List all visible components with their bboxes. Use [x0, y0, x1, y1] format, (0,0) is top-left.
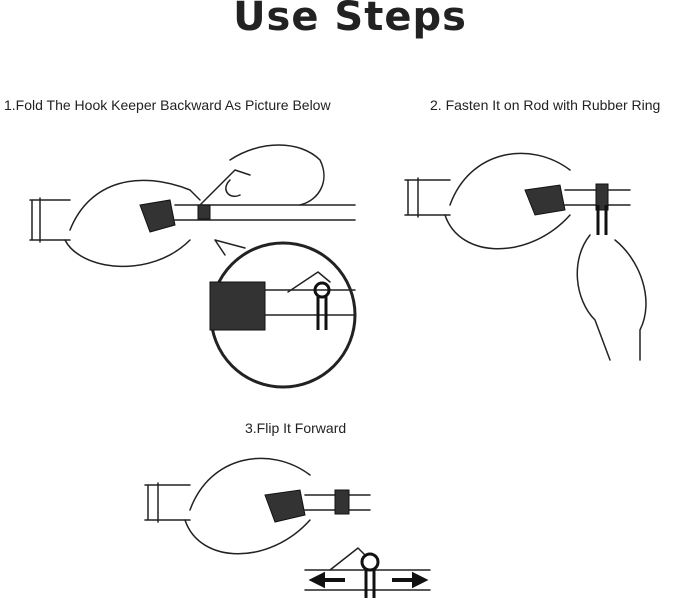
step-1-illustration [29, 144, 357, 389]
step-2-illustration [404, 152, 647, 361]
page-title: Use Steps [233, 0, 467, 40]
step-1-caption: 1.Fold The Hook Keeper Backward As Pictu… [4, 97, 331, 113]
step-3-caption: 3.Flip It Forward [245, 420, 347, 436]
step-2-caption: 2. Fasten It on Rod with Rubber Ring [430, 97, 661, 113]
step-3-illustration [144, 457, 431, 598]
